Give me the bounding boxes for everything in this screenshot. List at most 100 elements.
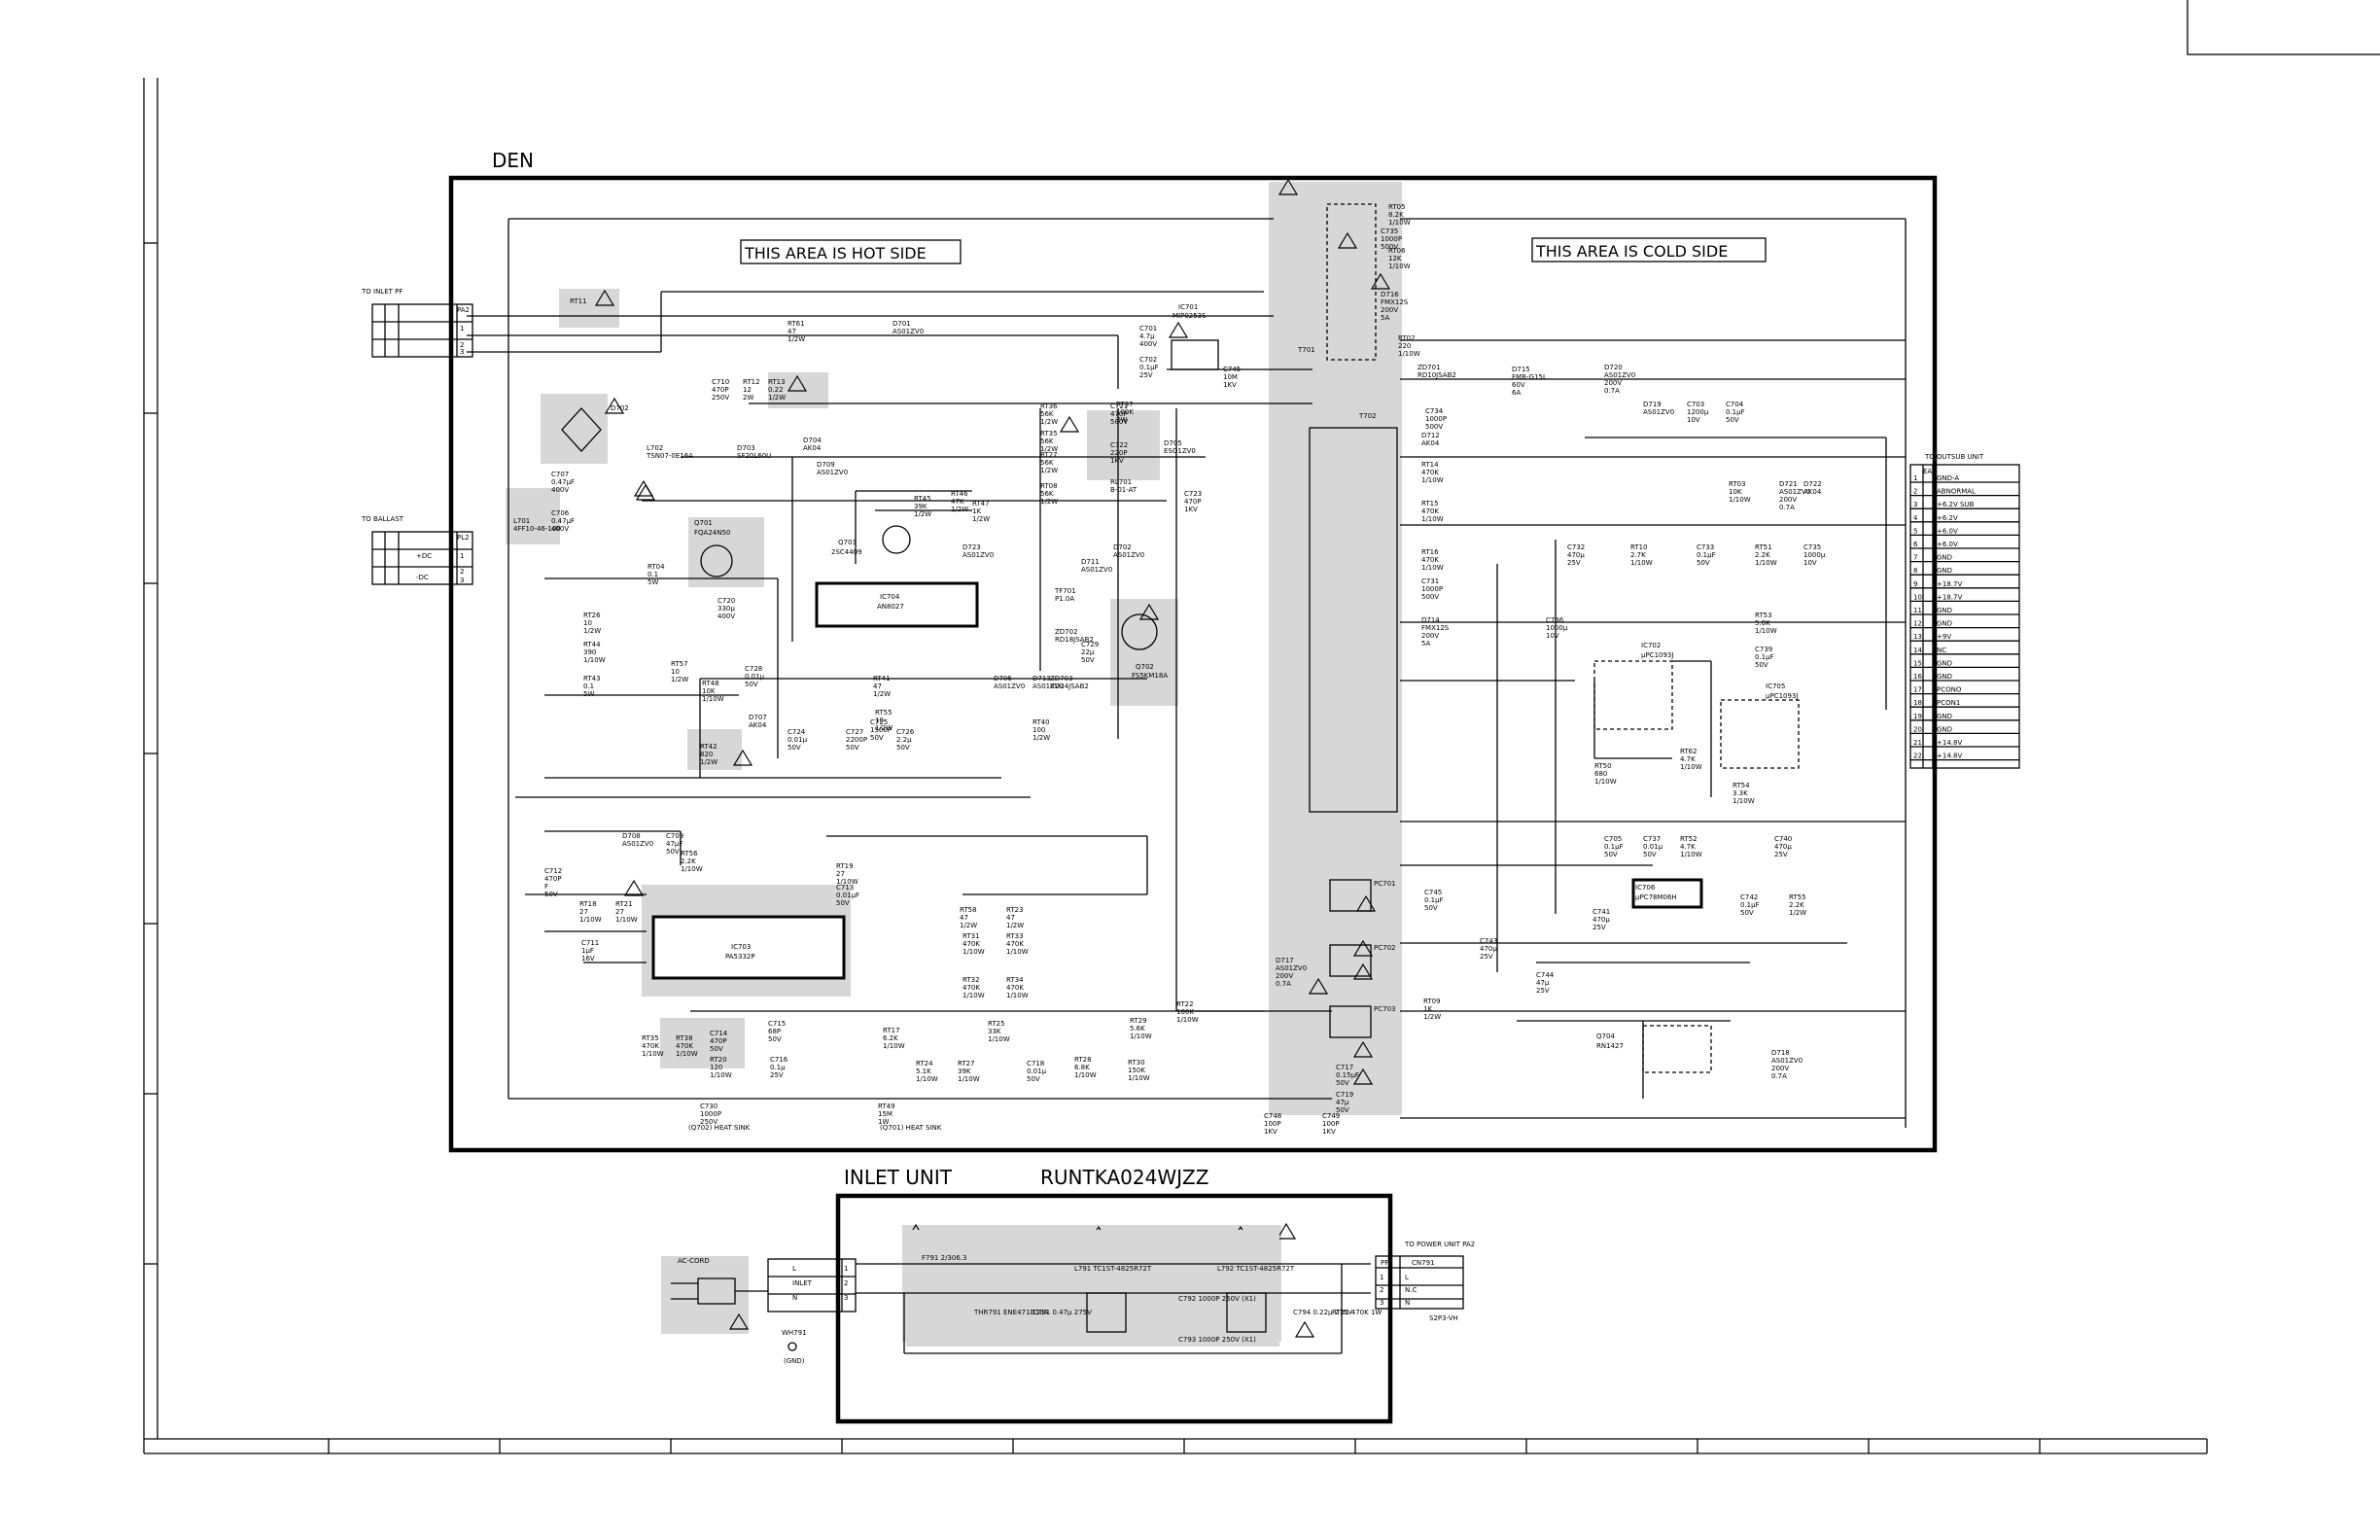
component-label: C724 (788, 728, 806, 736)
component-label: RT10 (1630, 543, 1648, 551)
component-label: 50V (1755, 661, 1768, 669)
component-label: D712 (1421, 432, 1440, 439)
wiring (467, 218, 1907, 1128)
component-label: C748 (1264, 1112, 1281, 1120)
component-label: 1/2W (671, 676, 688, 683)
component-label: 470K (1421, 556, 1439, 564)
component-label: 400V (718, 612, 735, 620)
component-label: 12K (1388, 255, 1402, 262)
component-label: RT51 (1755, 543, 1772, 551)
component-label: 1/10W (1594, 778, 1617, 786)
component-label: D714 (1421, 616, 1440, 624)
cn791-pin-label: N.C (1405, 1286, 1417, 1294)
ea-pin-label: GND-A (1937, 474, 1959, 482)
ea-pin-label: GND (1937, 725, 1952, 733)
component-label: RT23 (1006, 906, 1024, 914)
ic701-label: IC701 (1178, 303, 1198, 311)
ea-pin-number: 11 (1913, 607, 1922, 614)
ea-pin-number: 19 (1913, 713, 1922, 720)
ea-pin-number: 1 (1913, 474, 1917, 482)
gnd-terminal (788, 1342, 797, 1351)
component-label: C737 (1643, 835, 1661, 843)
ea-pin-label: +18.7V (1937, 580, 1962, 588)
inlet-filter-shade-2 (906, 1230, 1279, 1347)
ic706-part: µPC78M06H (1635, 893, 1677, 901)
component-label: 1/10W (702, 695, 724, 703)
component-label: 200V (1421, 632, 1439, 640)
component-label: 68P (768, 1028, 781, 1035)
component-label: RT31 (962, 932, 980, 940)
pc701-label: PC701 (1374, 880, 1395, 888)
ea-pin-label: NC (1937, 647, 1946, 654)
ea-pin-label: ABNORMAL (1937, 488, 1976, 496)
t702-body (1309, 427, 1398, 813)
component-label: C713 (836, 884, 854, 892)
component-label: 1/2W (1040, 445, 1058, 453)
component-label: 5.1K (916, 1068, 931, 1075)
component-label: 1/10W (1128, 1074, 1150, 1082)
component-label: 47µ (1336, 1099, 1349, 1106)
component-label: ZD703 (1050, 675, 1073, 682)
component-label: 2.2K (1789, 901, 1804, 909)
component-label: 0.01µ (1643, 843, 1663, 851)
to-power-label: TO POWER UNIT PA2 (1404, 1241, 1475, 1248)
ea-pin-number: 21 (1913, 739, 1922, 747)
component-label: 1/10W (1680, 851, 1702, 858)
component-label: 6A (1512, 389, 1521, 397)
component-label: P1.0A (1055, 595, 1074, 603)
component-label: 1/10W (1732, 797, 1755, 805)
component-label: 0.1µF (1604, 843, 1624, 851)
component-label: 0.47µF (551, 478, 575, 486)
component-label: 1/10W (883, 1042, 905, 1050)
ac-cord-label: AC-CORD (678, 1257, 710, 1265)
ic704-part: AN8027 (877, 603, 904, 611)
component-label: AK04 (1421, 439, 1440, 447)
component-label: 1/10W (958, 1075, 980, 1083)
ic706-body (1631, 878, 1703, 909)
component-label: C726 (896, 728, 915, 736)
ea-pin-label: +9V (1937, 633, 1951, 641)
component-label: 470µ (1567, 551, 1585, 559)
component-label: RT24 (916, 1060, 933, 1068)
warning-icon (623, 879, 645, 896)
gnd-label: (GND) (784, 1357, 805, 1365)
component-label: 2.2K (1755, 551, 1770, 559)
ea-pin-label: PCON1 (1937, 699, 1960, 707)
warning-icon (787, 374, 808, 392)
component-label: C712 (544, 867, 562, 875)
component-label: 1200µ (1687, 408, 1709, 416)
component-label: 100K (1176, 1008, 1194, 1016)
component-label: RT49 (878, 1102, 895, 1110)
component-label: 10 (583, 619, 592, 627)
warning-icon (604, 397, 625, 414)
ea-pin-number: 6 (1913, 541, 1918, 548)
component-label: 50V (768, 1035, 782, 1043)
component-label: 50V (1027, 1075, 1040, 1083)
component-label: 50V (788, 744, 801, 752)
component-label: 0.1µF (1755, 653, 1774, 661)
component-label: 39K (958, 1068, 971, 1075)
component-label: RT46 (951, 490, 968, 498)
cold-side-label: THIS AREA IS COLD SIDE (1535, 242, 1728, 261)
ea-pin-label: +14.8V (1937, 739, 1962, 747)
component-label: 50V (1081, 656, 1095, 664)
component-label: 12 (743, 386, 752, 394)
component-label: 200V (1604, 379, 1622, 387)
q701-part: FQA24N50 (694, 529, 730, 537)
component-label: 0.1µF (1726, 408, 1745, 416)
pc703-body (1329, 1005, 1372, 1038)
component-label: 470µ (1480, 945, 1497, 953)
component-label: 1/10W (1388, 262, 1411, 270)
component-label: 47K (951, 498, 964, 506)
component-label: AS01ZV0 (622, 840, 653, 848)
component-label: AS01ZV0 (994, 682, 1025, 690)
component-label: RT38 (676, 1034, 693, 1042)
component-label: C714 (710, 1030, 728, 1037)
component-label: 1/10W (1421, 476, 1444, 484)
component-label: RT44 (583, 641, 601, 648)
component-label: 470K (1421, 469, 1439, 476)
component-label: 2200P (846, 736, 867, 744)
component-label: C741 (1592, 908, 1610, 916)
component-label: 6.2K (883, 1034, 898, 1042)
